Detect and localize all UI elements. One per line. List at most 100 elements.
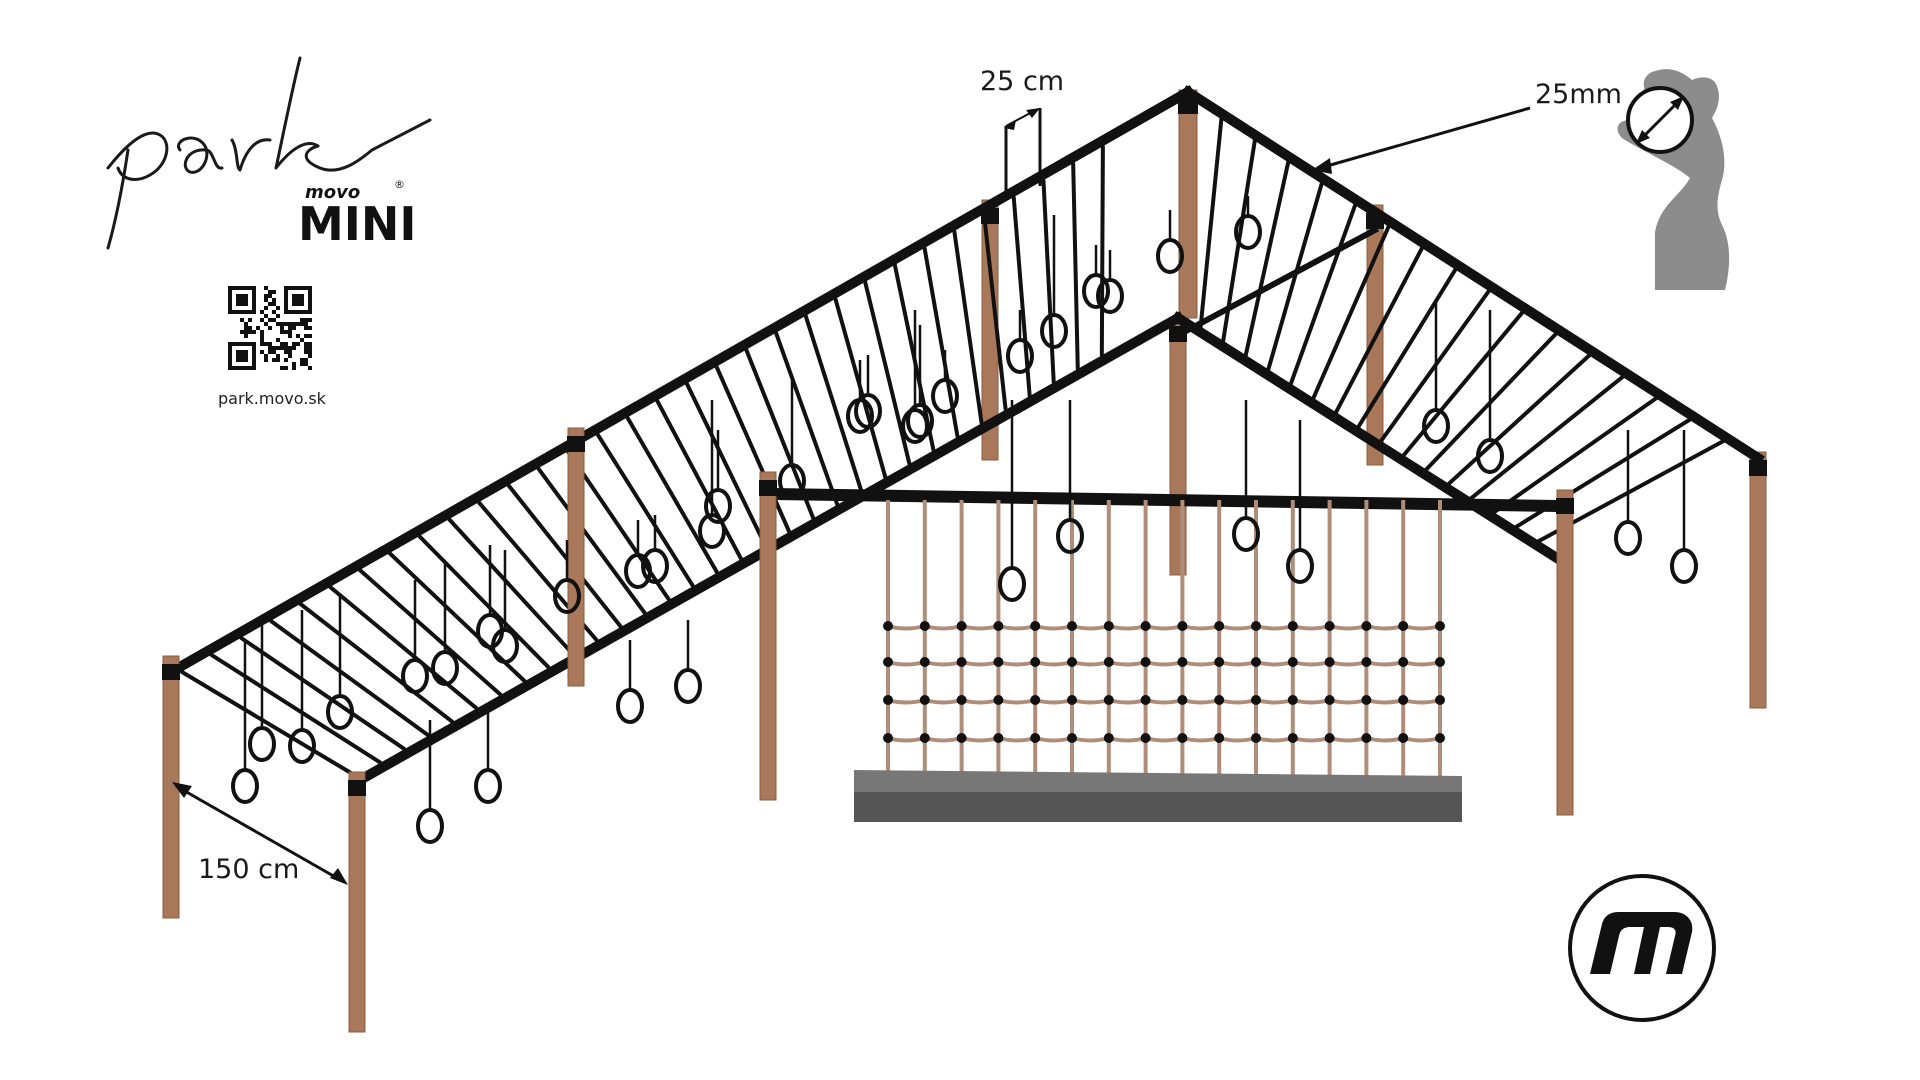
rung [566,449,671,602]
post-bracket [162,664,180,680]
qr-module [264,294,268,298]
post-bracket [1749,460,1767,476]
qr-module [300,362,304,366]
qr-module [296,334,300,338]
net-knot [1287,733,1298,743]
qr-module [280,330,284,334]
gym-ring [854,393,882,429]
gym-ring [906,403,934,439]
qr-module [248,330,252,334]
gym-ring [248,726,276,762]
net-knot [1030,657,1041,667]
qr-module [260,334,264,338]
gym-ring [401,658,429,694]
qr-module [292,326,296,330]
rung [1099,144,1105,357]
net-knot [883,621,893,631]
qr-module [304,346,308,350]
rung [922,246,960,439]
net-knot [1398,695,1409,705]
net-knot [1324,657,1335,667]
net-knot [1067,733,1077,743]
gym-ring [1476,438,1504,474]
qr-module [244,334,248,338]
rung [269,619,431,738]
qr-module [264,322,268,326]
net-knot [1214,733,1225,743]
qr-module [264,286,268,290]
qr-module [308,346,312,350]
post-bracket [759,480,777,496]
website-url: park.movo.sk [218,389,327,408]
gym-ring [1082,273,1110,309]
qr-module [244,326,248,330]
rung [774,331,840,507]
qr-module [260,318,264,322]
net-horizontal-rope [887,697,1441,705]
dimension-ring-spacing: 25 cm [980,66,1064,198]
net-horizontal-rope [887,659,1441,667]
qr-module [264,298,268,302]
qr-module [260,330,264,334]
rung [1071,161,1080,371]
net-knot [1140,733,1151,743]
qr-module [288,334,292,338]
net-knot [919,621,930,631]
rung [952,229,984,425]
wood-post [1178,89,1198,319]
net-knot [1177,733,1188,743]
qr-module [308,366,312,370]
qr-module [264,314,268,318]
net-knot [1067,657,1077,667]
net-knot [993,621,1004,631]
qr-module [308,318,312,322]
net-knot [1251,733,1261,743]
net-knot [1251,621,1261,631]
rung [982,212,1008,412]
net-knot [1398,733,1409,743]
qr-module [276,354,280,358]
gym-ring [1056,518,1084,554]
net-knot [1251,657,1261,667]
qr-module [268,294,272,298]
wood-post [1749,451,1767,709]
qr-module [304,318,308,322]
net-knot [1324,733,1335,743]
qr-module [284,350,288,354]
gym-ring [1006,338,1034,374]
qr-module [264,358,268,362]
rung [506,483,623,629]
qr-module [288,326,292,330]
qr-module [276,358,280,362]
qr-module [304,326,308,330]
net-knot [1398,621,1409,631]
rung [239,636,407,751]
net-knot [883,657,893,667]
qr-module [280,366,284,370]
net-knot [919,657,930,667]
gym-ring [231,768,259,804]
post-bracket [1178,98,1198,114]
rope-net [883,500,1445,778]
qr-module [288,346,292,350]
net-knot [919,733,930,743]
qr-module [248,318,252,322]
gym-ring [1156,238,1184,274]
qr-module [292,342,296,346]
rung [1265,180,1325,373]
rung [1041,178,1056,384]
qr-module [284,322,288,326]
net-knot [956,695,967,705]
qr-module [244,322,248,326]
qr-module [280,346,284,350]
qr-module [288,354,292,358]
post-bracket [1556,498,1574,514]
gym-ring [704,488,732,524]
qr-module [300,318,304,322]
net-knot [1140,695,1151,705]
net-knot [1287,621,1298,631]
qr-module [276,306,280,310]
gym-ring [778,463,806,499]
qr-module [296,322,300,326]
qr-module [260,342,264,346]
